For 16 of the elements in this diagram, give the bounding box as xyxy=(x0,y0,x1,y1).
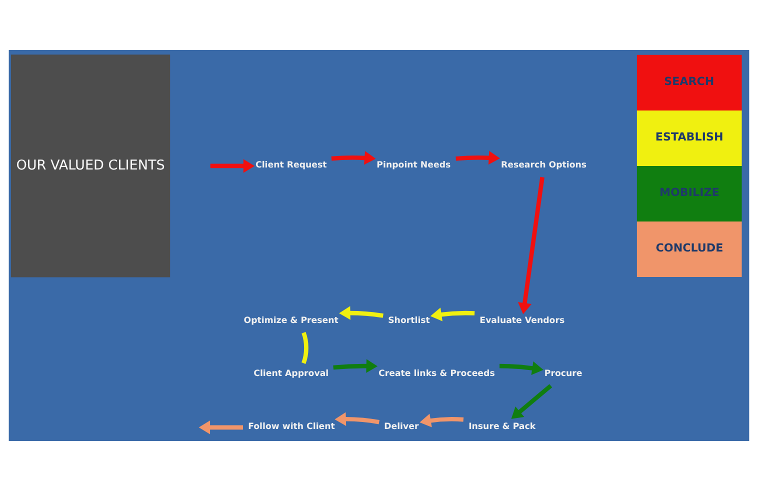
node-text: Evaluate Vendors xyxy=(480,316,565,326)
legend-label: ESTABLISH xyxy=(655,130,724,143)
node-text: Insure & Pack xyxy=(468,422,536,432)
node-text: Follow with Client xyxy=(248,422,335,432)
node-text: Client Request xyxy=(256,160,327,170)
node-text: Shortlist xyxy=(388,316,430,326)
legend-label: SEARCH xyxy=(664,74,714,88)
legend-label: CONCLUDE xyxy=(656,240,724,254)
node-text: Pinpoint Needs xyxy=(376,160,451,170)
node-text: Procure xyxy=(544,368,582,379)
node-text: Create links & Proceeds xyxy=(378,368,495,379)
legend-label: MOBILIZE xyxy=(659,185,720,198)
node-text: Deliver xyxy=(384,422,419,432)
node-text: Research Options xyxy=(500,160,587,170)
node-text: Client Approval xyxy=(254,368,329,379)
node-text: Optimize & Present xyxy=(244,316,338,326)
